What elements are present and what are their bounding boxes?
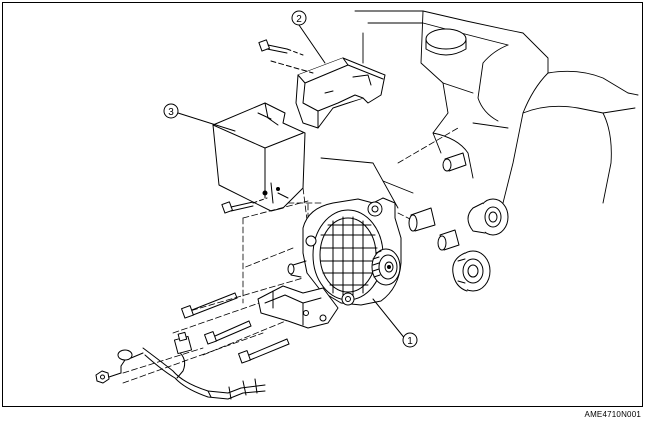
diagram-frame: 2 3 1	[2, 2, 643, 407]
mounting-bolt-lower	[238, 338, 290, 364]
callout-2: 2	[291, 10, 307, 26]
terminal-nut	[95, 370, 110, 384]
spacer-middle	[408, 207, 436, 232]
lower-heat-shield	[212, 102, 306, 212]
callout-3-label: 3	[168, 107, 174, 118]
callout-2-leader	[298, 24, 326, 64]
dash-line	[270, 60, 314, 74]
callout-1: 1	[402, 332, 418, 348]
callout-1-leader	[372, 298, 407, 341]
alternator-bracket	[257, 285, 339, 329]
upper-heat-shield	[295, 57, 386, 129]
callout-3: 3	[163, 103, 179, 119]
oil-filler-cap	[425, 28, 467, 56]
alternator-pulley	[371, 248, 401, 286]
callout-3-leader	[177, 112, 236, 132]
tensioner-pulley	[452, 250, 491, 292]
figure-code: AME4710N001	[584, 410, 641, 419]
wiring-harness	[95, 331, 266, 400]
mounting-bolt-middle	[204, 320, 252, 345]
idler-pulley	[467, 198, 509, 236]
callout-1-label: 1	[407, 336, 413, 347]
spacer-upper	[442, 152, 467, 172]
lower-heat-shield-bolt	[221, 197, 268, 214]
upper-heat-shield-bolt	[258, 39, 304, 56]
mounting-bolt-upper	[181, 292, 238, 319]
spacer-lower	[437, 229, 460, 251]
alternator-exploded-view: 2 3 1	[95, 10, 639, 400]
alternator	[287, 197, 402, 306]
callout-2-label: 2	[296, 14, 302, 25]
engine-block-outline	[320, 10, 639, 214]
